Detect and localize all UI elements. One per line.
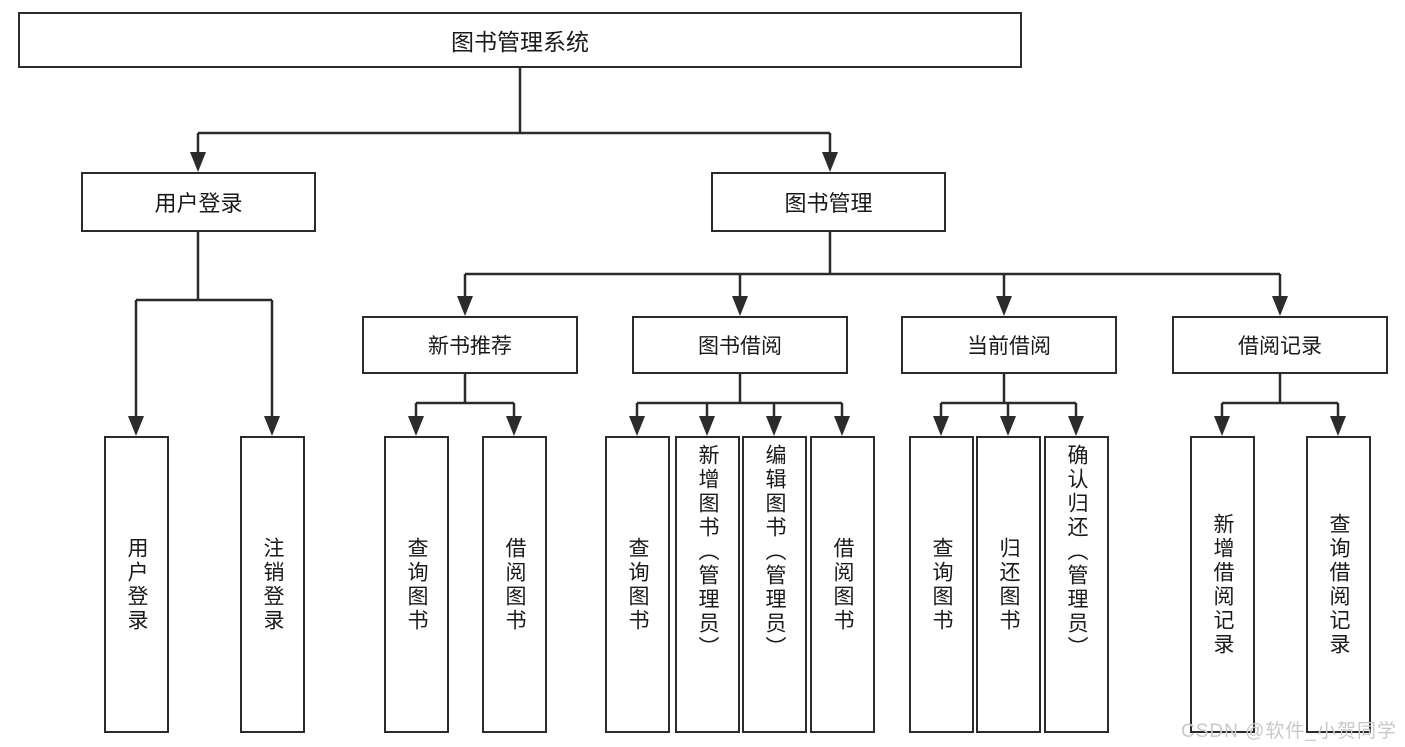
node-label: 新书推荐: [428, 335, 512, 358]
node-leaf-borrow-book-2[interactable]: 借阅图书: [810, 436, 875, 733]
node-label: 查询图书: [405, 536, 428, 633]
node-label: 当前借阅: [967, 335, 1051, 358]
node-leaf-add-record[interactable]: 新增借阅记录: [1190, 436, 1255, 733]
node-leaf-borrow-book-1[interactable]: 借阅图书: [482, 436, 547, 733]
node-label: 图书管理系统: [451, 29, 589, 55]
node-leaf-user-login[interactable]: 用户登录: [104, 436, 169, 733]
node-root-system[interactable]: 图书管理系统: [18, 12, 1022, 68]
node-label: 借阅记录: [1238, 335, 1322, 358]
node-label: 借阅图书: [503, 536, 526, 633]
node-label: 借阅图书: [831, 536, 854, 633]
node-label: 新增图书（管理员）: [696, 444, 719, 660]
node-label: 注销登录: [261, 536, 284, 633]
node-book-borrow[interactable]: 图书借阅: [632, 316, 848, 374]
node-label: 新增借阅记录: [1211, 512, 1234, 657]
node-label: 用户登录: [125, 536, 148, 633]
node-label: 用户登录: [154, 191, 243, 216]
node-leaf-query-book-2[interactable]: 查询图书: [605, 436, 670, 733]
node-current-borrow[interactable]: 当前借阅: [901, 316, 1117, 374]
node-borrow-record[interactable]: 借阅记录: [1172, 316, 1388, 374]
node-leaf-query-book-3[interactable]: 查询图书: [909, 436, 974, 733]
node-new-book-recommend[interactable]: 新书推荐: [362, 316, 578, 374]
node-label: 查询图书: [626, 536, 649, 633]
node-leaf-confirm-return[interactable]: 确认归还（管理员）: [1044, 436, 1109, 733]
node-leaf-add-book[interactable]: 新增图书（管理员）: [675, 436, 740, 733]
node-leaf-edit-book[interactable]: 编辑图书（管理员）: [742, 436, 807, 733]
watermark: CSDN @软件_小贺同学: [1181, 721, 1397, 742]
node-label: 归还图书: [997, 536, 1020, 633]
node-label: 查询图书: [930, 536, 953, 633]
node-leaf-return-book[interactable]: 归还图书: [976, 436, 1041, 733]
node-book-management[interactable]: 图书管理: [711, 172, 946, 232]
node-leaf-logout[interactable]: 注销登录: [240, 436, 305, 733]
node-label: 图书借阅: [698, 335, 782, 358]
node-leaf-query-book-1[interactable]: 查询图书: [384, 436, 449, 733]
node-label: 确认归还（管理员）: [1065, 444, 1088, 660]
node-label: 编辑图书（管理员）: [763, 444, 786, 660]
node-label: 图书管理: [784, 191, 873, 216]
node-leaf-query-record[interactable]: 查询借阅记录: [1306, 436, 1371, 733]
node-user-login[interactable]: 用户登录: [81, 172, 316, 232]
node-label: 查询借阅记录: [1327, 512, 1350, 657]
